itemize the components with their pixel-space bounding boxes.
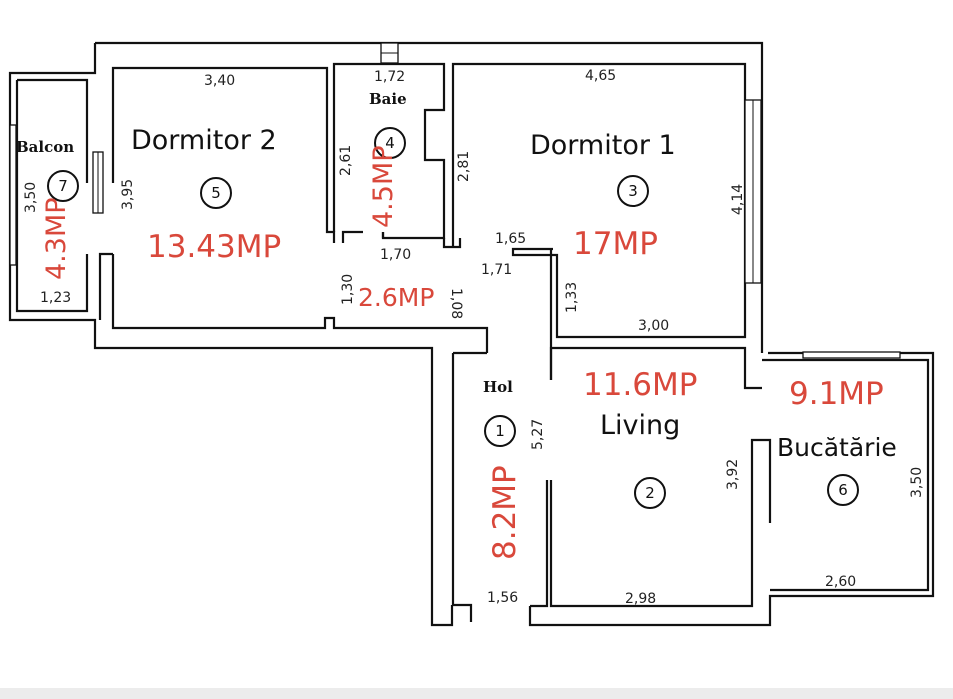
dim-hol-height: 5,27 — [530, 419, 546, 450]
room-area: 8.2MP — [487, 465, 523, 560]
room-number: 2 — [645, 484, 655, 502]
dim-dormitor1-width: 4,65 — [585, 68, 616, 84]
dim-living-height: 3,92 — [725, 459, 741, 490]
dim-dormitor2-height: 3,95 — [120, 179, 136, 210]
room-hallway: 1,30 2.6MP 1,08 — [340, 274, 464, 319]
room-name: Hol — [483, 378, 513, 396]
room-number: 5 — [211, 184, 221, 202]
dim-baie-height: 2,61 — [338, 145, 354, 176]
dim-dormitor1-lower: 1,33 — [564, 282, 580, 313]
room-name: Dormitor 1 — [530, 130, 676, 161]
dim-dormitor1-offset: 1,71 — [481, 262, 512, 278]
room-name: Balcon — [16, 138, 74, 156]
dim-living-width: 2,98 — [625, 591, 656, 607]
dim-bucatarie-width: 2,60 — [825, 574, 856, 590]
room-number-circle — [200, 177, 232, 209]
room-number-circle — [827, 474, 859, 506]
dim-hol-width: 1,56 — [487, 590, 518, 606]
dim-dormitor1-bottom: 3,00 — [638, 318, 669, 334]
room-name: Dormitor 2 — [131, 125, 277, 156]
dim-baie-width: 1,72 — [374, 69, 405, 85]
room-name: Bucătărie — [777, 433, 897, 462]
dim-balcon-height: 3,50 — [23, 182, 39, 213]
room-number: 1 — [495, 422, 505, 440]
dim-balcon-width: 1,23 — [40, 290, 71, 306]
dim-hallway-width: 1,08 — [448, 288, 464, 319]
room-number: 4 — [385, 134, 395, 152]
dim-hallway-height: 1,30 — [340, 274, 356, 305]
room-area: 4.3MP — [41, 197, 72, 280]
room-name: Living — [600, 410, 680, 441]
room-baie: 1,72 Baie 2,61 4 4.5MP 1,70 — [338, 69, 411, 263]
dim-baie-bottom: 1,70 — [380, 247, 411, 263]
room-number-circle — [617, 175, 649, 207]
room-number: 6 — [838, 481, 848, 499]
room-number-circle — [47, 170, 79, 202]
dim-dormitor1-notch: 1,65 — [495, 231, 526, 247]
room-area: 17MP — [573, 226, 658, 262]
room-area: 13.43MP — [147, 229, 281, 265]
room-area: 2.6MP — [358, 283, 434, 312]
room-number: 3 — [628, 182, 638, 200]
room-area: 11.6MP — [583, 367, 697, 403]
dim-dormitor1-left: 2,81 — [456, 151, 472, 182]
dim-bucatarie-height: 3,50 — [909, 467, 925, 498]
room-area: 9.1MP — [789, 376, 884, 412]
dim-dormitor1-height: 4,14 — [730, 184, 746, 215]
room-area: 4.5MP — [368, 145, 399, 228]
dim-dormitor2-width: 3,40 — [204, 73, 235, 89]
room-name: Baie — [369, 90, 407, 108]
room-number-circle — [634, 477, 666, 509]
room-number: 7 — [58, 177, 68, 195]
room-living: 11.6MP Living 3,92 2 2,98 — [583, 367, 741, 607]
room-bucatarie: 9.1MP Bucătărie 3,50 6 2,60 — [777, 376, 925, 590]
room-balcon: Balcon 3,50 7 4.3MP 1,23 — [16, 138, 79, 306]
room-dormitor-2: 3,40 Dormitor 2 3,95 5 13.43MP — [120, 73, 281, 265]
room-number-circle — [374, 127, 406, 159]
bottom-band — [0, 688, 953, 699]
room-dormitor-1: 4,65 Dormitor 1 2,81 3 4,14 17MP 1,65 1,… — [456, 68, 746, 334]
walls — [8, 41, 935, 627]
room-hol: Hol 1 5,27 8.2MP 1,56 — [483, 378, 546, 606]
room-number-circle — [484, 415, 516, 447]
